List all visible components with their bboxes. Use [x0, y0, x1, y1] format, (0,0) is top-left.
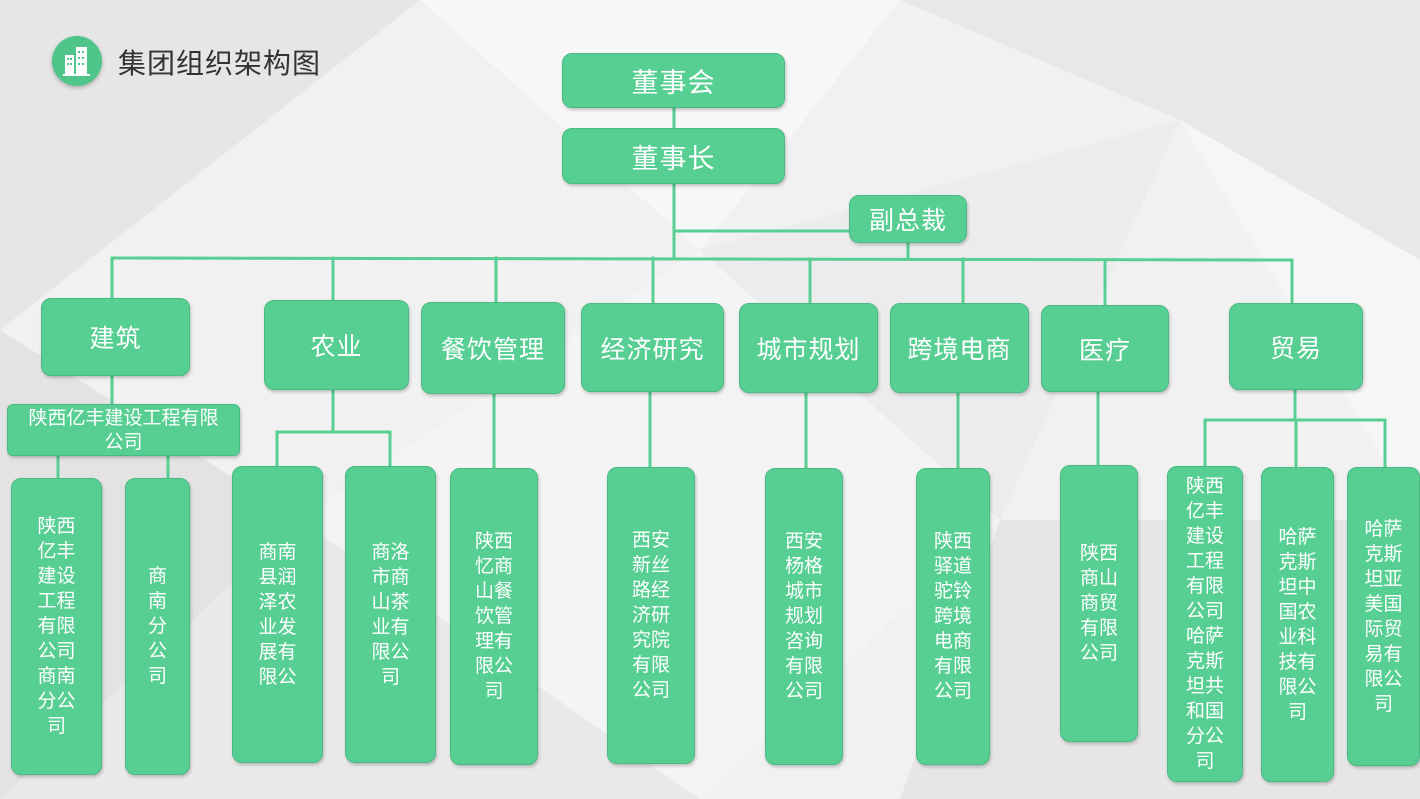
vice-president-node: 副总裁	[849, 195, 967, 243]
subsidiary-node: 商南分公司	[125, 478, 190, 775]
subsidiary-node: 哈萨克斯坦中国农业科技有限公司	[1261, 467, 1334, 782]
division-cross-border-ecommerce: 跨境电商	[890, 303, 1029, 393]
subsidiary-node: 陕西亿丰建设工程有限公司哈萨克斯坦共和国分公司	[1167, 466, 1243, 782]
connector	[110, 256, 1294, 262]
company-node: 陕西亿丰建设工程有限公司	[7, 404, 240, 456]
division-construction: 建筑	[41, 298, 190, 376]
subsidiary-node: 商洛市商山茶业有限公司	[345, 466, 436, 763]
building-icon	[52, 36, 102, 86]
division-catering: 餐饮管理	[421, 302, 565, 394]
page-title: 集团组织架构图	[118, 47, 322, 80]
division-economic-research: 经济研究	[581, 303, 724, 392]
subsidiary-node: 哈萨克斯坦亚美国际贸易有限公司	[1347, 467, 1420, 766]
division-medical: 医疗	[1041, 305, 1169, 392]
division-urban-planning: 城市规划	[739, 303, 878, 393]
subsidiary-node: 陕西商山商贸有限公司	[1060, 465, 1138, 742]
division-trade: 贸易	[1229, 303, 1363, 390]
subsidiary-node: 陕西忆商山餐饮管理有限公司	[450, 468, 538, 765]
subsidiary-node: 西安新丝路经济研究院有限公司	[607, 467, 695, 764]
subsidiary-node: 陕西驿道驼铃跨境电商有限公司	[916, 468, 990, 765]
subsidiary-node: 陕西亿丰建设工程有限公司商南分公司	[11, 478, 102, 775]
division-agriculture: 农业	[264, 300, 409, 390]
subsidiary-node: 西安杨格城市规划咨询有限公司	[765, 468, 843, 765]
chairman-node: 董事长	[562, 128, 785, 184]
subsidiary-node: 商南县润泽农业发展有限公	[232, 466, 323, 763]
board-node: 董事会	[562, 53, 785, 108]
